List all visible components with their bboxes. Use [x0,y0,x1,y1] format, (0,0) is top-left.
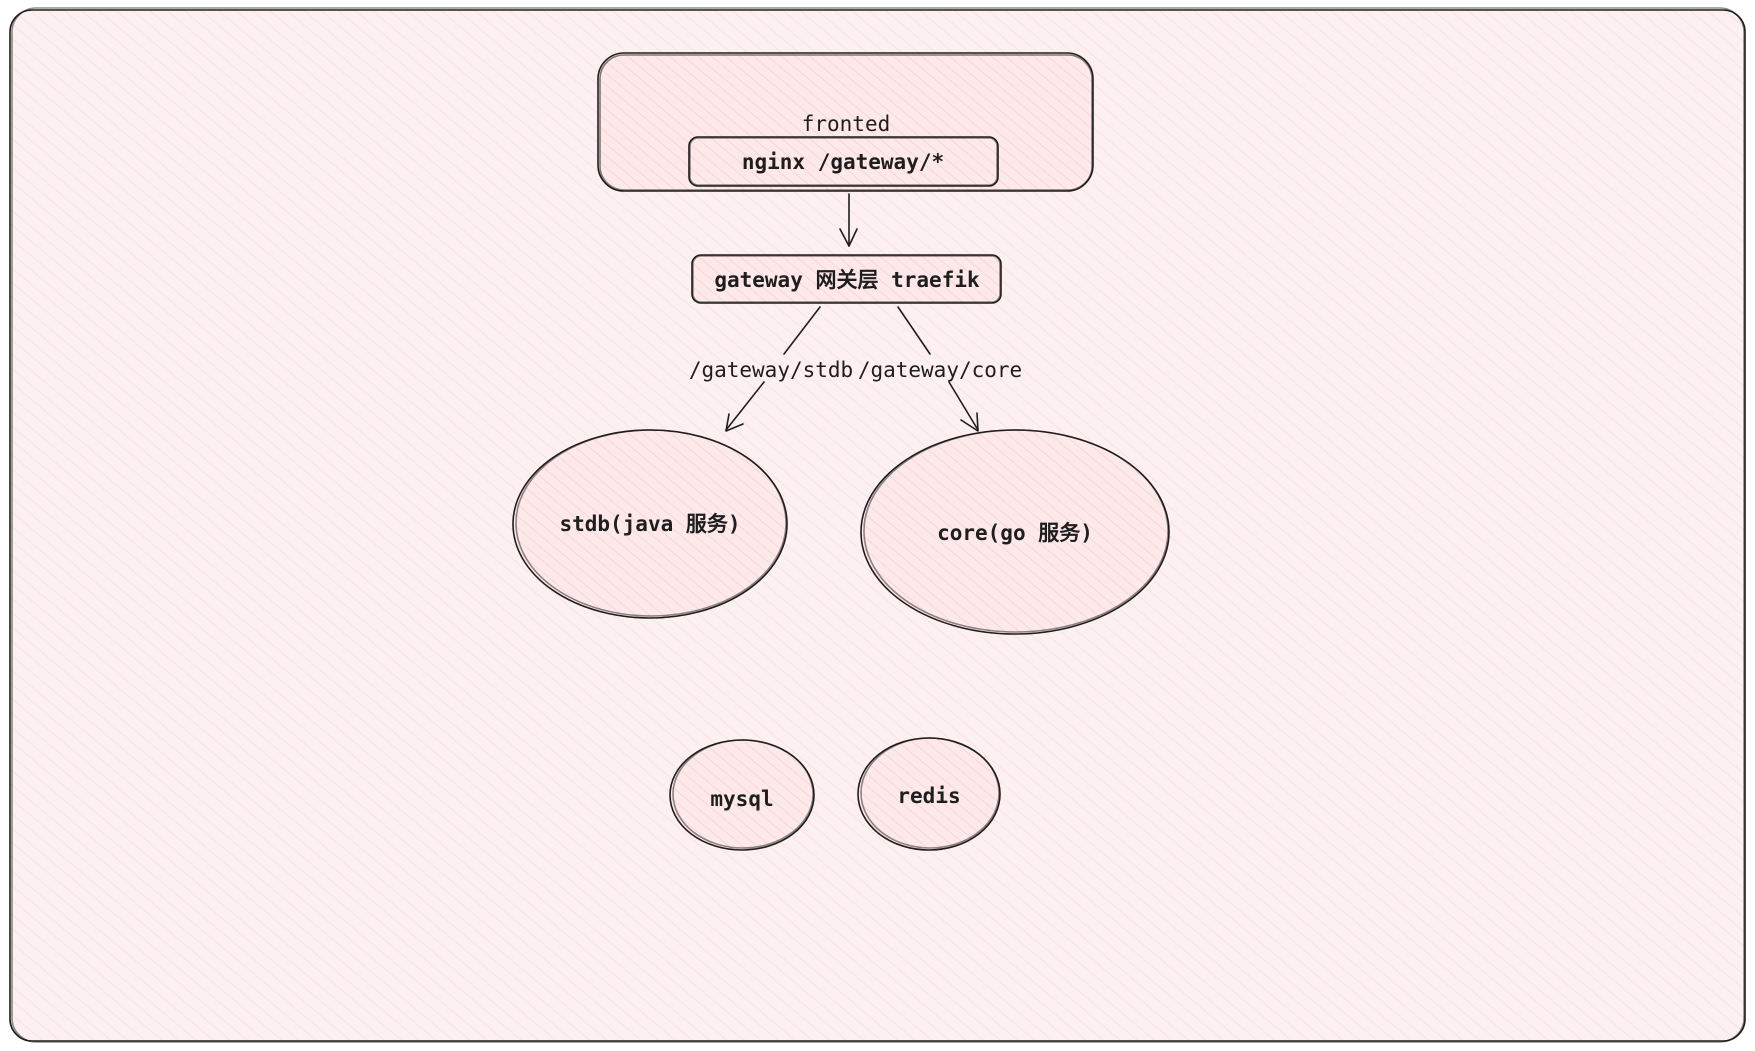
redis-node[interactable]: redis [857,737,1001,851]
nginx-box[interactable]: nginx /gateway/* [688,136,999,187]
edge-label-core: /gateway/core [858,358,1022,382]
gateway-label: gateway 网关层 traefik [714,268,980,292]
edge-label-stdb: /gateway/stdb [689,358,853,382]
mysql-label: mysql [710,787,773,811]
mysql-node[interactable]: mysql [669,739,815,851]
frontend-group-label: fronted [802,112,891,136]
edge-nginx-to-gateway [839,193,858,247]
core-label: core(go 服务) [937,521,1093,545]
redis-label: redis [897,784,960,808]
edge-gateway-to-stdb: /gateway/stdb [689,306,853,432]
core-node[interactable]: core(go 服务) [860,429,1170,635]
edge-gateway-to-core: /gateway/core [858,306,1022,432]
nginx-label: nginx /gateway/* [742,150,944,174]
stdb-label: stdb(java 服务) [559,512,740,536]
gateway-box[interactable]: gateway 网关层 traefik [691,254,1002,304]
stdb-node[interactable]: stdb(java 服务) [512,429,788,619]
